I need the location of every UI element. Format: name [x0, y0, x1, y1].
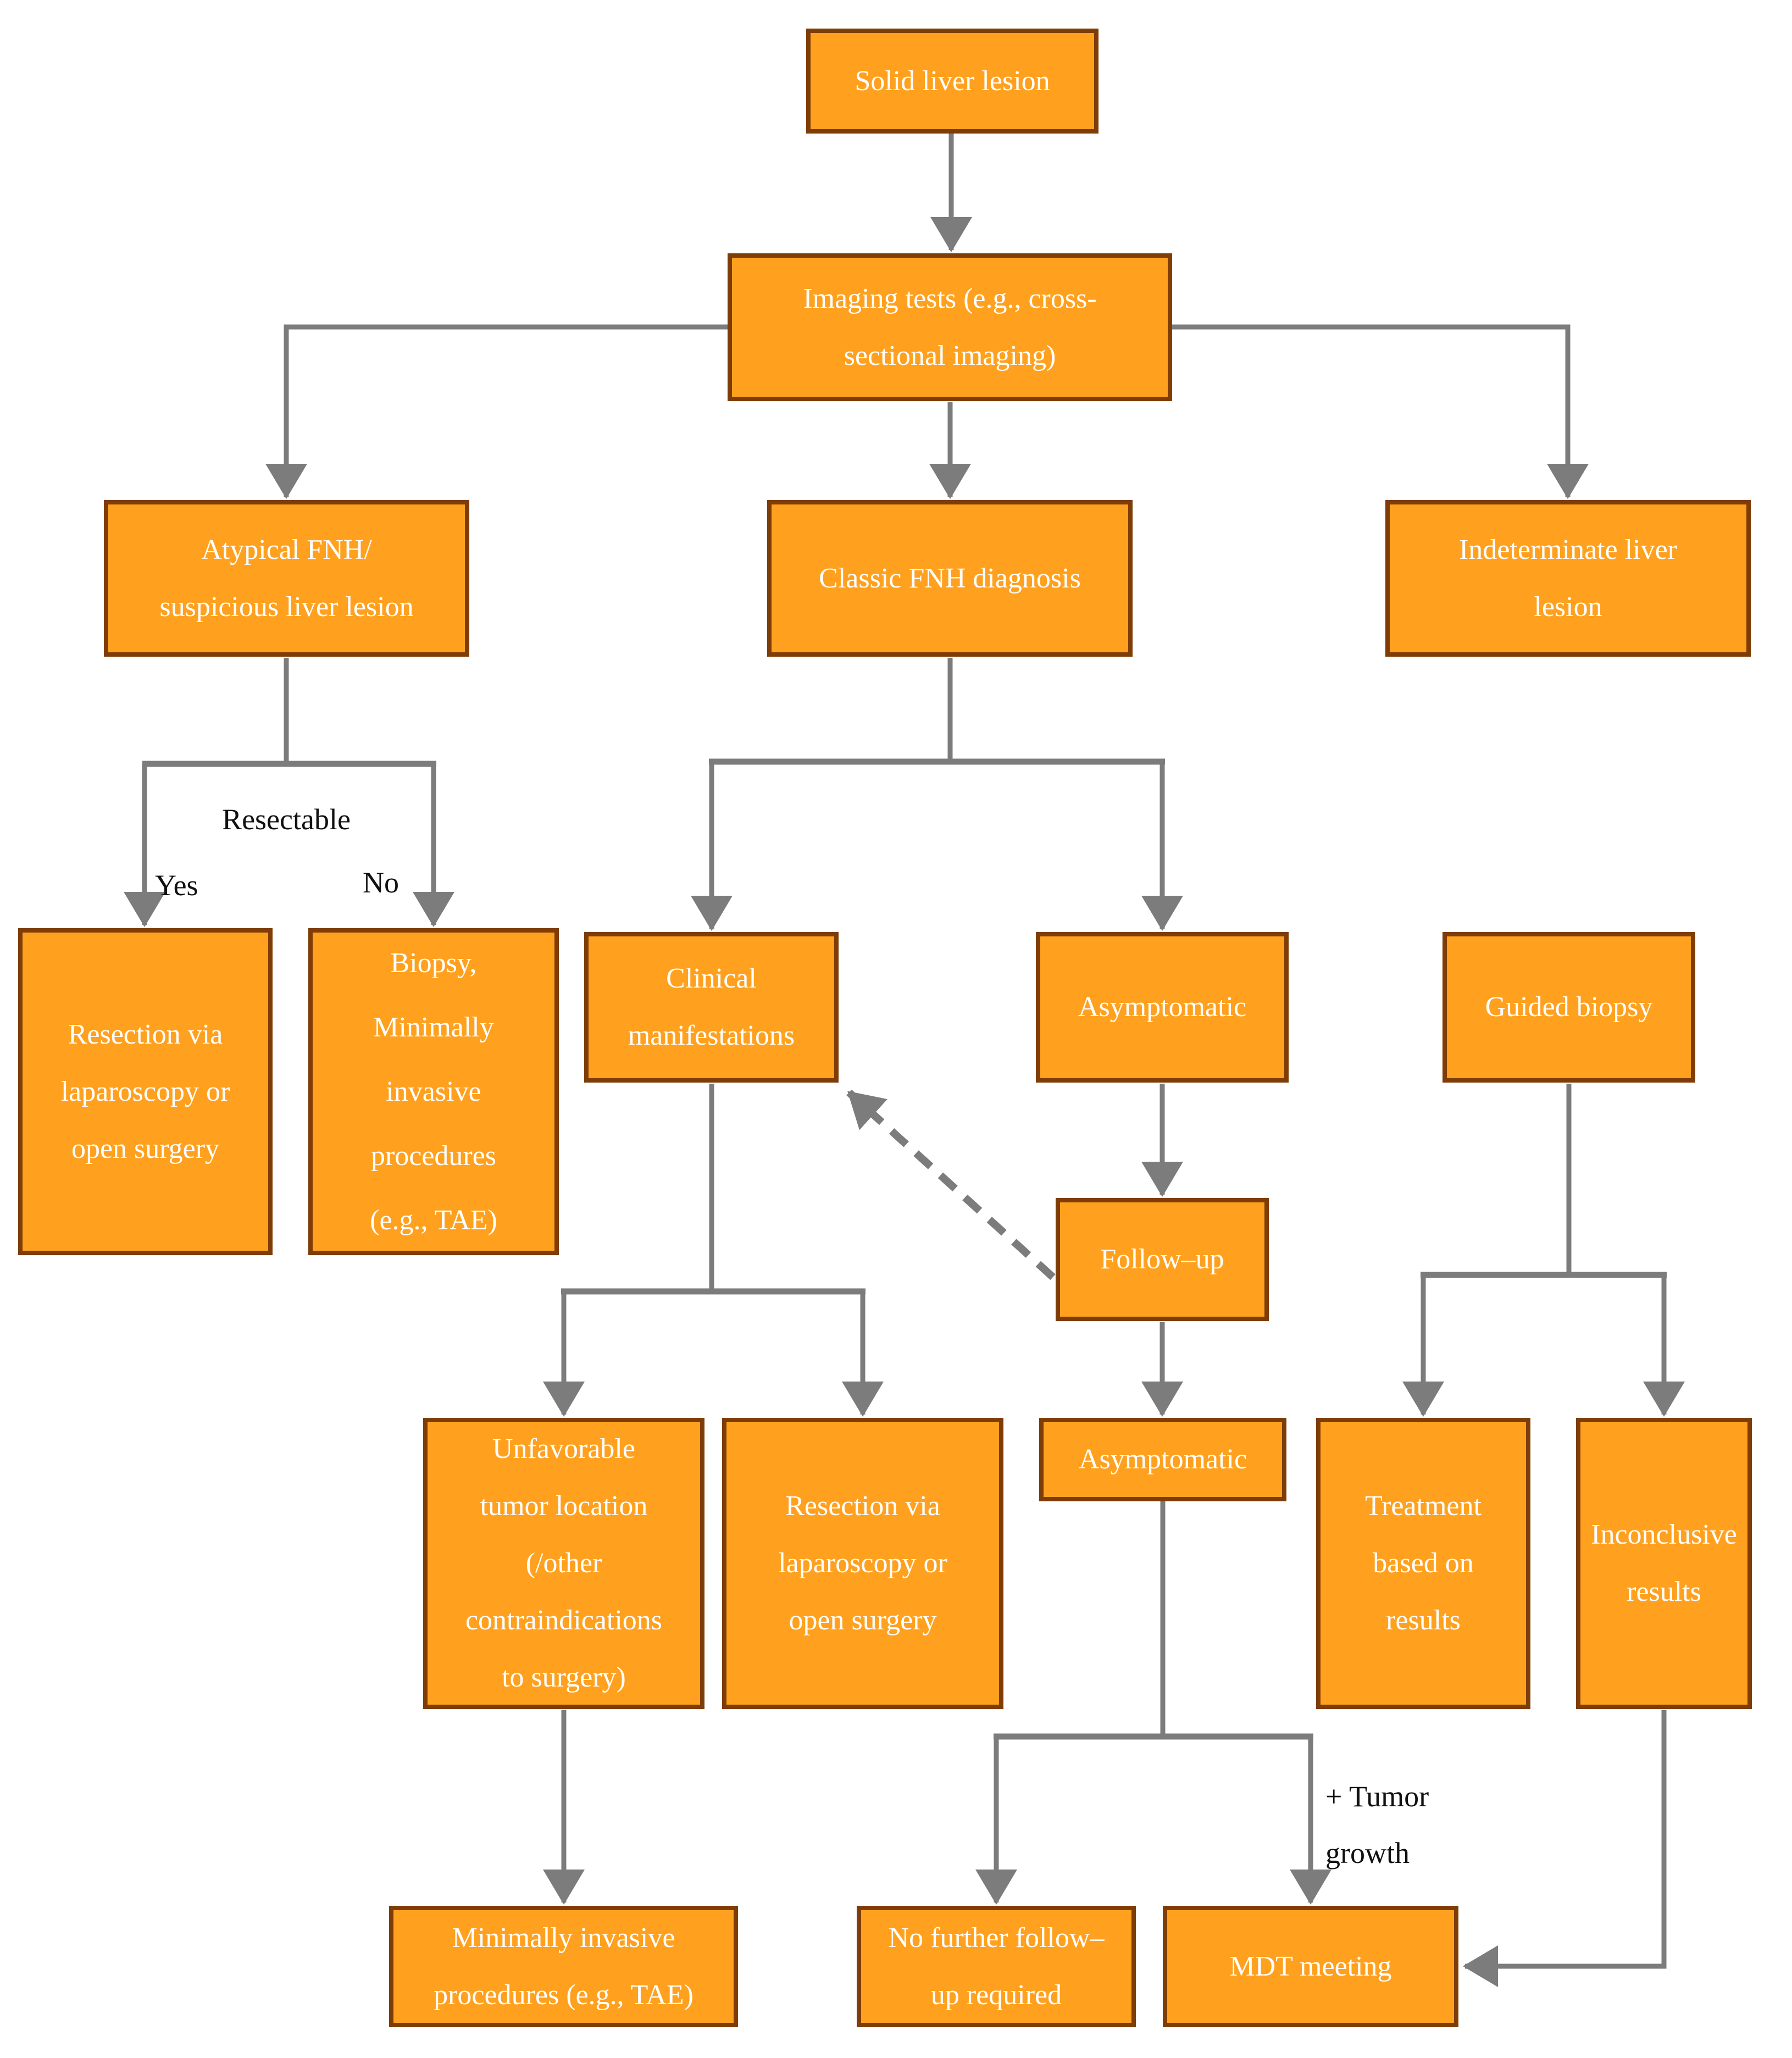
- label-yes: Yes: [155, 869, 198, 902]
- node-mdt-meeting: MDT meeting: [1163, 1906, 1458, 2027]
- edge-followup-dashed-feedback: [846, 1089, 1056, 1280]
- node-treatment-results: Treatment based on results: [1316, 1418, 1530, 1709]
- node-asymptomatic-upper: Asymptomatic: [1036, 932, 1289, 1083]
- edge-inconclusive-to-mdt: [1463, 1710, 1667, 1987]
- edge-imaging-to-indeterminate: [1172, 324, 1589, 499]
- node-atypical-fnh: Atypical FNH/ suspicious liver lesion: [104, 500, 469, 657]
- node-no-further-followup: No further follow– up required: [857, 1906, 1136, 2027]
- node-guided-biopsy: Guided biopsy: [1443, 932, 1695, 1083]
- node-biopsy-tae: Biopsy, Minimally invasive procedures (e…: [308, 928, 559, 1255]
- node-resection-mid: Resection via laparoscopy or open surger…: [722, 1418, 1003, 1709]
- node-resection-left: Resection via laparoscopy or open surger…: [18, 928, 273, 1255]
- label-resectable: Resectable: [222, 803, 351, 836]
- node-unfavorable-location: Unfavorable tumor location (/other contr…: [423, 1418, 704, 1709]
- node-clinical-manifestations: Clinical manifestations: [584, 932, 839, 1083]
- node-indeterminate-lesion: Indeterminate liver lesion: [1385, 500, 1751, 657]
- label-tumor-growth: + Tumor growth: [1325, 1780, 1429, 1870]
- node-inconclusive-results: Inconclusive results: [1576, 1418, 1752, 1709]
- node-minimally-invasive: Minimally invasive procedures (e.g., TAE…: [389, 1906, 738, 2027]
- node-solid-liver-lesion: Solid liver lesion: [806, 29, 1098, 134]
- label-no: No: [363, 866, 399, 899]
- edge-imaging-to-atypical: [265, 324, 728, 499]
- node-asymptomatic-lower: Asymptomatic: [1039, 1418, 1286, 1501]
- node-imaging-tests: Imaging tests (e.g., cross- sectional im…: [728, 253, 1172, 401]
- node-classic-fnh: Classic FNH diagnosis: [767, 500, 1133, 657]
- node-follow-up: Follow–up: [1056, 1198, 1269, 1321]
